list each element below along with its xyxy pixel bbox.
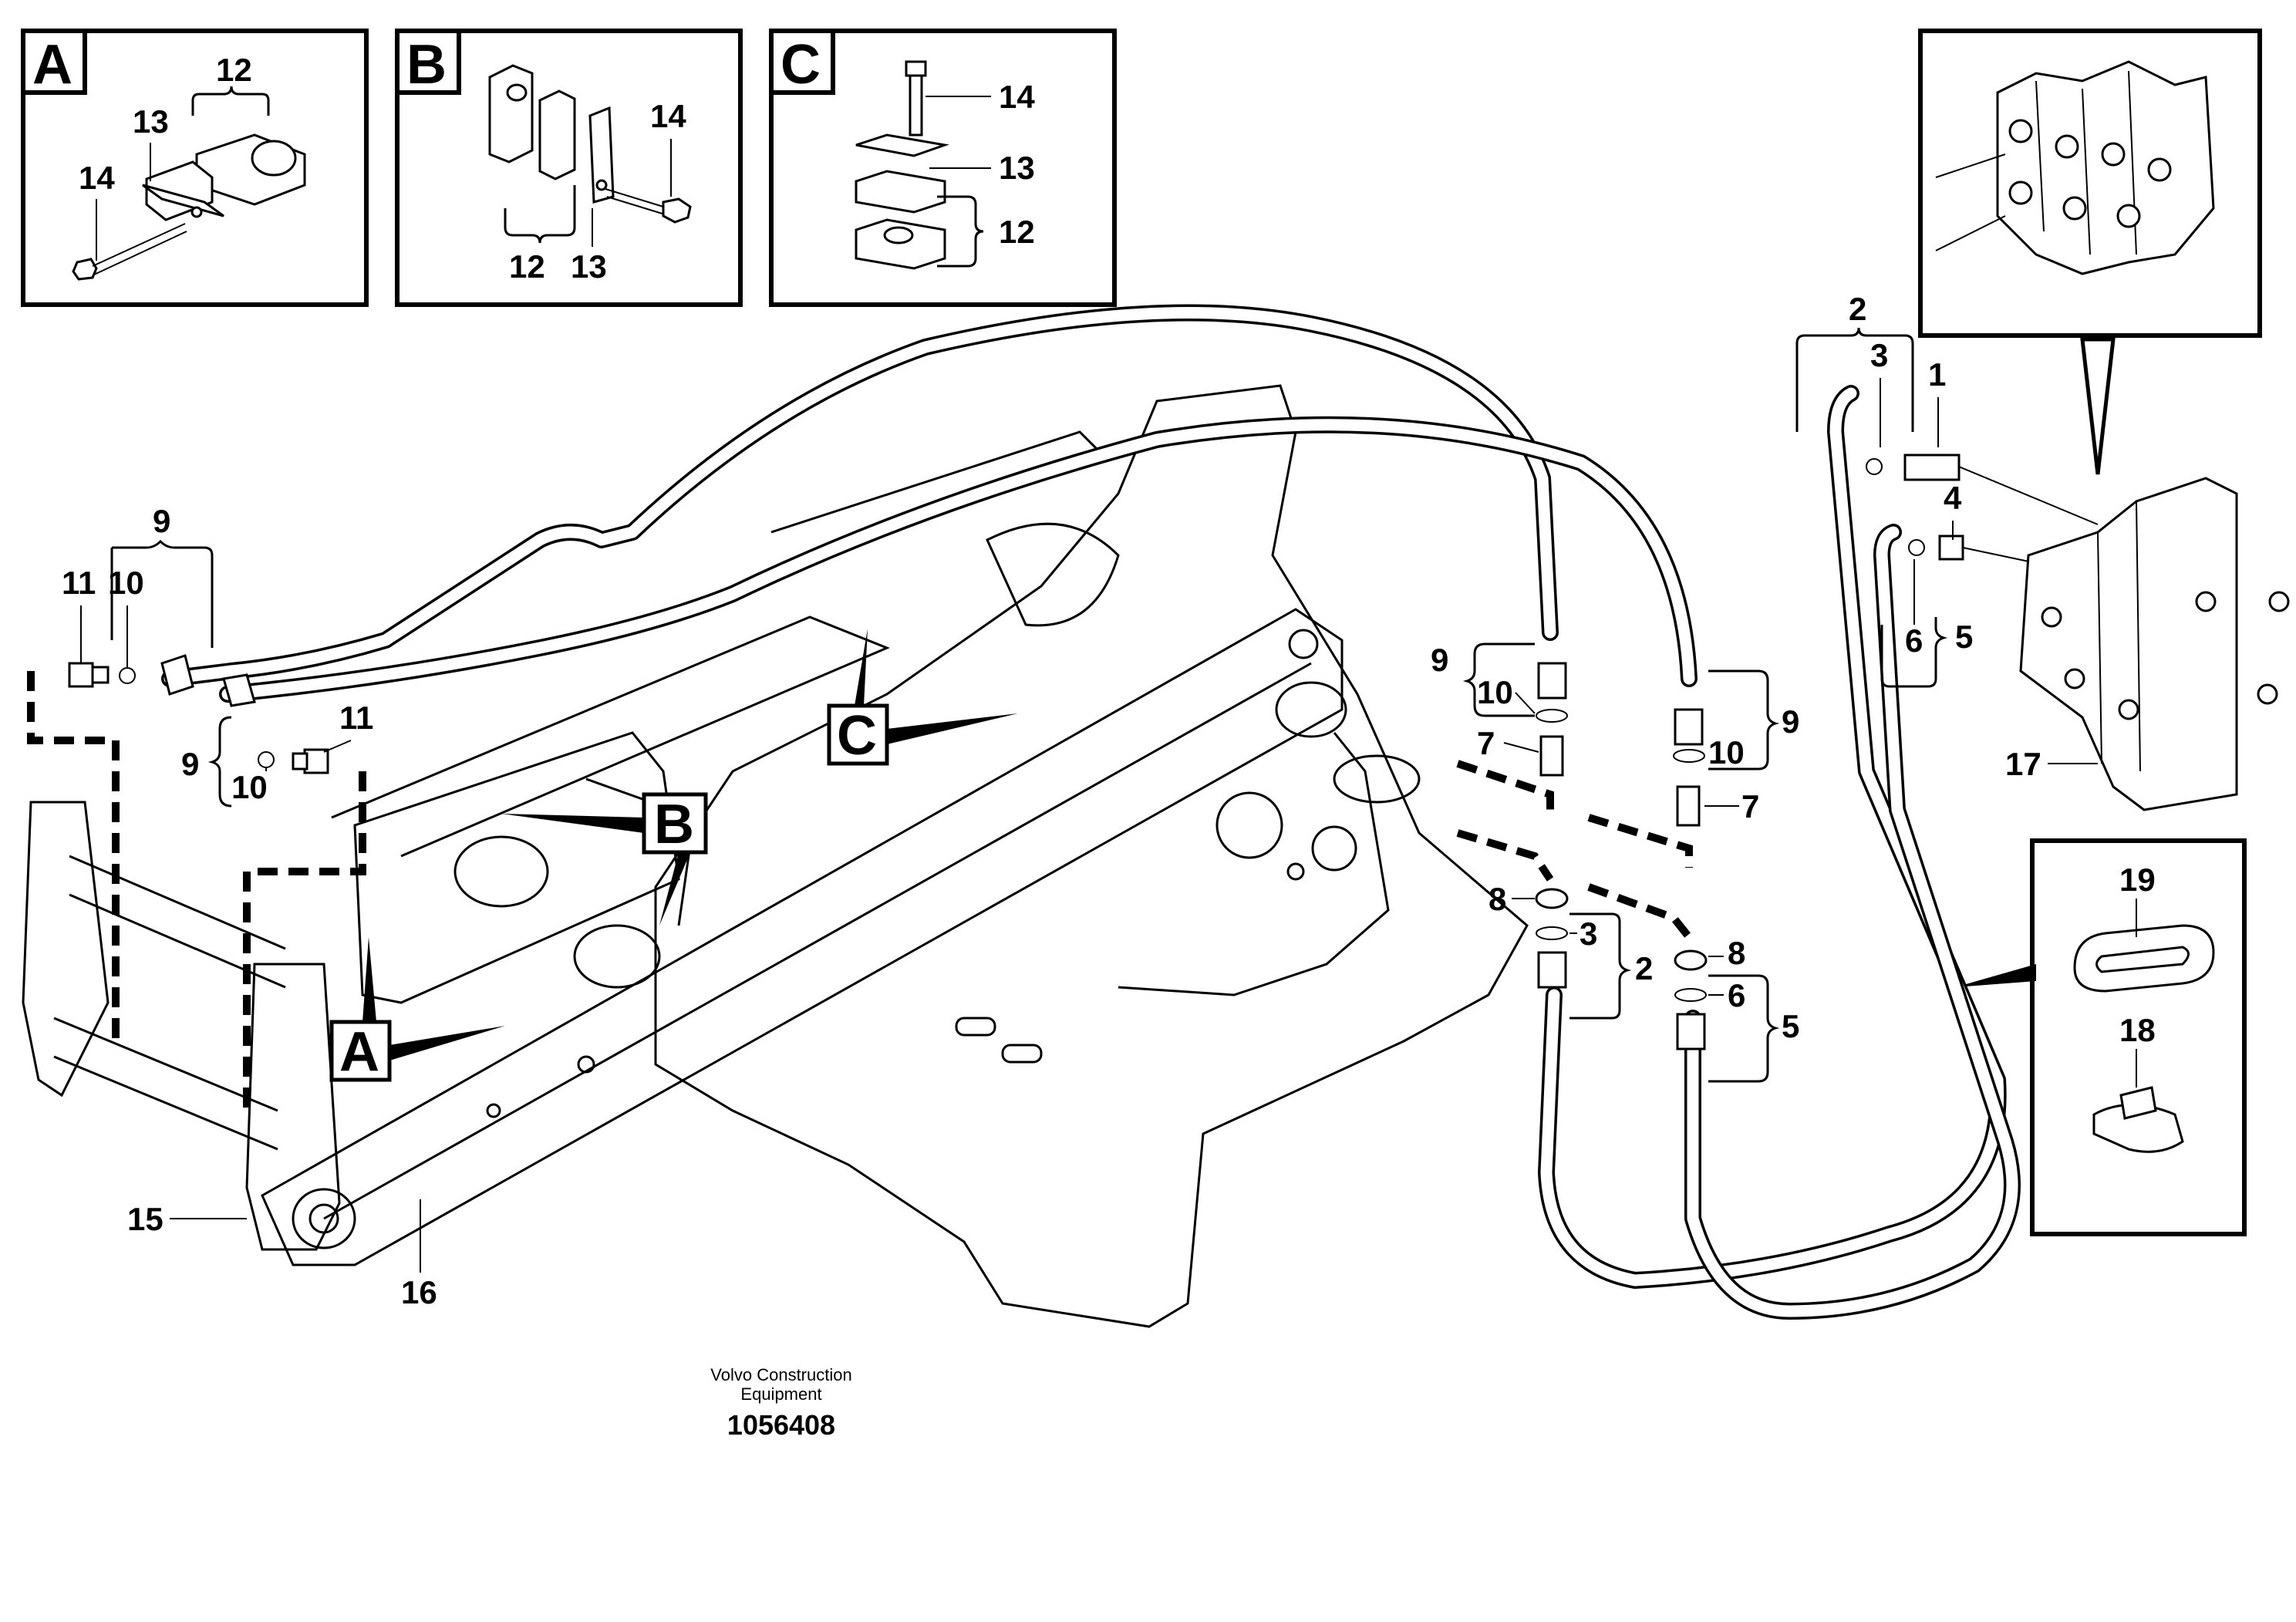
callout-a: A bbox=[329, 937, 505, 1083]
detail-b-label-13: 13 bbox=[571, 248, 607, 285]
part-5-label-right: 5 bbox=[1782, 1008, 1799, 1044]
part-16-label: 16 bbox=[401, 1274, 437, 1310]
detail-c-label-14: 14 bbox=[999, 79, 1035, 115]
footer-company-line1: Volvo Construction bbox=[710, 1365, 851, 1384]
detail-c-label-12: 12 bbox=[999, 214, 1035, 250]
footer-company-line2: Equipment bbox=[740, 1384, 821, 1404]
part-17-label: 17 bbox=[2005, 746, 2041, 782]
callout-b-letter: B bbox=[654, 794, 694, 855]
part-9-label-right: 9 bbox=[1782, 703, 1799, 740]
detail-b-label-14: 14 bbox=[650, 98, 686, 134]
part-8-label-right: 8 bbox=[1728, 935, 1745, 971]
clamp-c-drawing bbox=[855, 60, 949, 270]
part-18-label: 18 bbox=[2119, 1012, 2156, 1048]
part-6-label-top: 6 bbox=[1905, 622, 1923, 659]
part-4-label: 4 bbox=[1944, 480, 1962, 516]
part-15-label: 15 bbox=[127, 1201, 164, 1237]
part-11-label-left-top: 11 bbox=[62, 565, 96, 601]
callout-a-letter: A bbox=[339, 1021, 379, 1083]
loader-frame bbox=[22, 384, 1529, 1328]
part-11-label-left-bottom: 11 bbox=[339, 700, 373, 736]
part-7-label-center: 7 bbox=[1477, 725, 1495, 761]
detail-c: C 14 13 12 bbox=[769, 29, 1117, 307]
detail-a: A 12 13 14 bbox=[21, 29, 369, 307]
part-3-label-top: 3 bbox=[1870, 337, 1888, 373]
hoses bbox=[161, 304, 2021, 1320]
detail-a-letter: A bbox=[32, 34, 72, 96]
part-10-label-left-top: 10 bbox=[108, 565, 144, 601]
part-9-label-left-bottom: 9 bbox=[181, 746, 199, 782]
part-19-label: 19 bbox=[2119, 862, 2156, 898]
detail-b: B 12 13 14 bbox=[395, 29, 743, 307]
part-3-label-center: 3 bbox=[1580, 916, 1597, 952]
valve-detail bbox=[1918, 29, 2262, 475]
callout-c: C bbox=[827, 629, 1018, 767]
clamp-a-drawing bbox=[72, 133, 306, 281]
detail-c-letter: C bbox=[781, 34, 821, 96]
footer-drawing-number: 1056408 bbox=[727, 1409, 835, 1441]
part-5-label-top: 5 bbox=[1955, 619, 1973, 655]
callout-b: B bbox=[501, 792, 708, 926]
part-labels: 9 11 10 9 10 11 15 16 9 10 7 8 3 2 9 10 … bbox=[62, 291, 2098, 1310]
part-9-label-center: 9 bbox=[1431, 642, 1448, 678]
part-2-label-center: 2 bbox=[1635, 950, 1653, 986]
part-8-label-center: 8 bbox=[1489, 881, 1506, 917]
connection-lines bbox=[27, 671, 1693, 1118]
part-1-label: 1 bbox=[1928, 356, 1946, 393]
clamp-b-drawing bbox=[488, 64, 692, 224]
part-9-label-left-top: 9 bbox=[153, 503, 170, 539]
part-10-label-left-bottom: 10 bbox=[231, 769, 268, 805]
detail-b-label-12: 12 bbox=[509, 248, 545, 285]
part-7-label-right: 7 bbox=[1741, 788, 1759, 824]
detail-grommet: 19 18 bbox=[1955, 838, 2247, 1236]
callout-c-letter: C bbox=[837, 705, 877, 767]
detail-b-letter: B bbox=[406, 34, 447, 96]
detail-a-label-13: 13 bbox=[133, 103, 169, 140]
part-6-label-right: 6 bbox=[1728, 977, 1745, 1013]
fittings bbox=[68, 454, 2290, 1050]
part-2-label-top: 2 bbox=[1849, 291, 1866, 327]
detail-a-label-12: 12 bbox=[216, 52, 252, 88]
detail-a-label-14: 14 bbox=[79, 160, 115, 196]
part-10-label-center: 10 bbox=[1477, 674, 1513, 710]
detail-c-label-13: 13 bbox=[999, 150, 1035, 186]
part-10-label-right: 10 bbox=[1708, 734, 1745, 771]
footer: Volvo Construction Equipment 1056408 bbox=[710, 1365, 851, 1441]
